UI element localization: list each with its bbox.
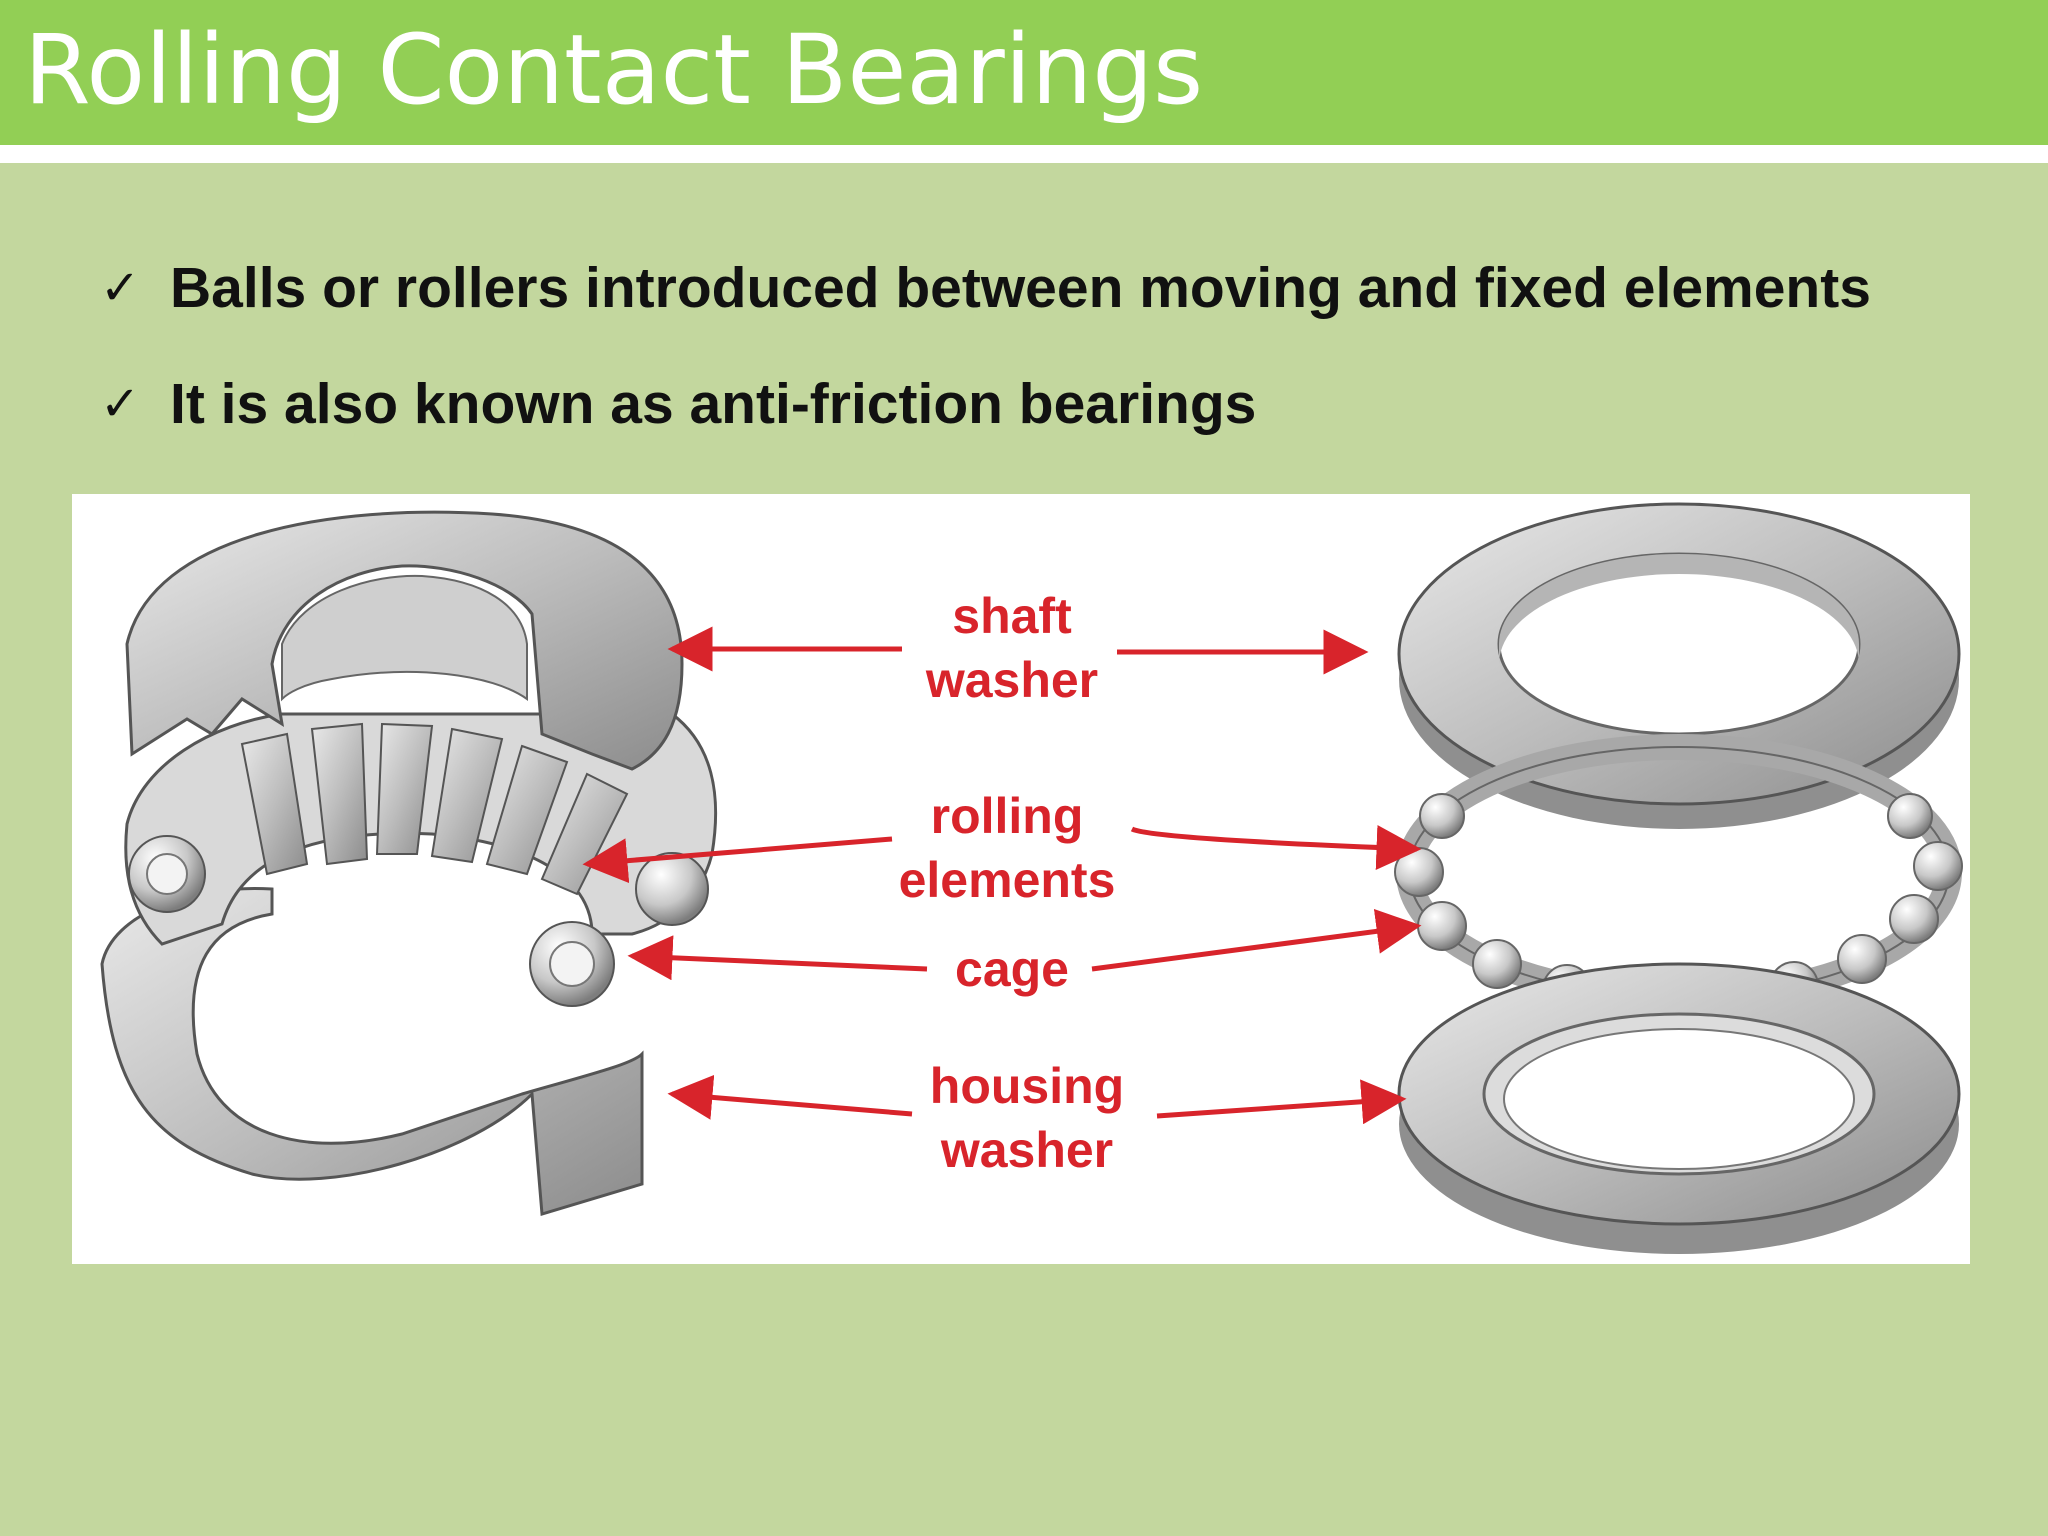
label-line: elements bbox=[898, 852, 1116, 908]
label-line: shaft bbox=[952, 588, 1072, 644]
tapered-rollers bbox=[240, 722, 629, 896]
label-line: washer bbox=[925, 652, 1099, 708]
label-housing-washer: housing washer bbox=[857, 1054, 1197, 1182]
housing-arrow-left bbox=[667, 1074, 913, 1120]
label-line: cage bbox=[955, 941, 1069, 997]
bullet-item: ✓ It is also known as anti-friction bear… bbox=[100, 346, 1871, 462]
cage-arrow-right bbox=[1091, 909, 1422, 972]
label-cage: cage bbox=[842, 937, 1182, 1001]
rolling-arrow-right bbox=[1130, 824, 1422, 870]
housing-arrow-right bbox=[1156, 1079, 1407, 1125]
slide-title: Rolling Contact Bearings bbox=[24, 14, 1204, 126]
housing-washer-cutaway bbox=[100, 886, 644, 1216]
shaft-bore bbox=[281, 574, 528, 702]
title-bar: Rolling Contact Bearings bbox=[0, 0, 2048, 145]
label-line: rolling bbox=[930, 788, 1084, 844]
rolling-arrow-left bbox=[582, 836, 893, 884]
title-divider bbox=[0, 145, 2048, 163]
bullet-item: ✓ Balls or rollers introduced between mo… bbox=[100, 230, 1871, 346]
label-shaft-washer: shaft washer bbox=[842, 584, 1182, 712]
bullet-list: ✓ Balls or rollers introduced between mo… bbox=[100, 230, 1871, 462]
shaft-washer-cutaway bbox=[125, 510, 684, 771]
housing-washer-ring bbox=[1397, 962, 1961, 1254]
roller-ends bbox=[128, 835, 709, 1007]
check-icon: ✓ bbox=[100, 260, 141, 316]
leader-arrows bbox=[582, 626, 1422, 1125]
check-icon: ✓ bbox=[100, 376, 141, 432]
bullet-text: Balls or rollers introduced between movi… bbox=[170, 256, 1871, 320]
label-line: housing bbox=[929, 1058, 1125, 1114]
cutaway-bearing bbox=[100, 510, 718, 1216]
bearing-illustration bbox=[100, 502, 1963, 1254]
cage-arrow-left bbox=[627, 935, 928, 981]
bullet-text: It is also known as anti-friction bearin… bbox=[170, 372, 1257, 436]
bearing-diagram: shaft washer rolling elements cage housi… bbox=[72, 494, 1970, 1264]
label-rolling-elements: rolling elements bbox=[837, 784, 1177, 912]
label-line: washer bbox=[940, 1122, 1114, 1178]
exploded-bearing bbox=[1394, 502, 1963, 1254]
